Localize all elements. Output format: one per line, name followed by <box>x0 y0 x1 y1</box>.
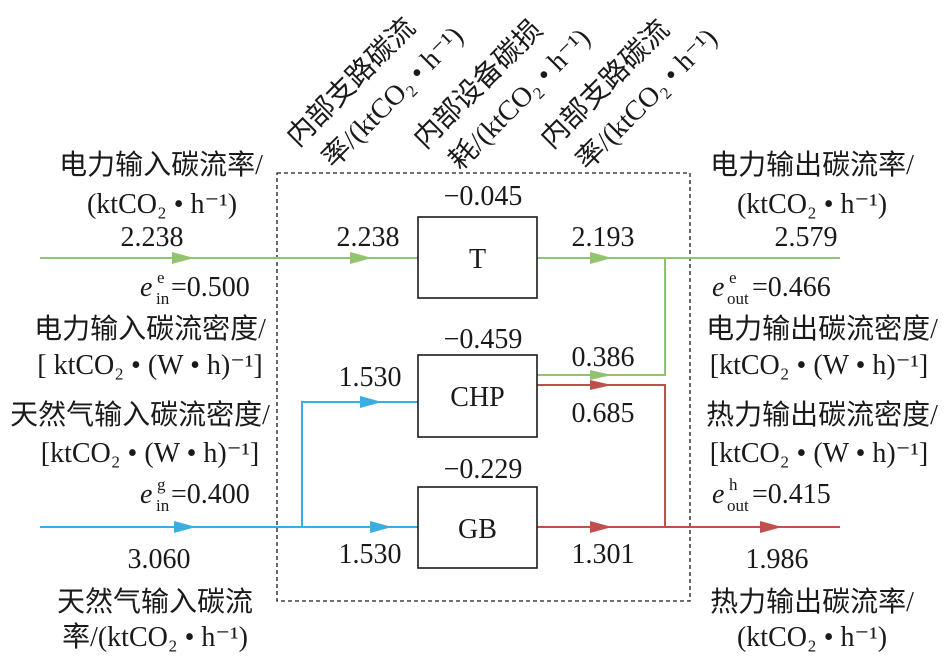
electricity-input-density-value: =0.500 <box>171 272 250 303</box>
electricity-output-density-value: =0.466 <box>752 272 831 303</box>
electricity-output-density-superscript: e <box>729 268 737 287</box>
arrowhead <box>590 521 612 533</box>
heat-output-density-unit: [ktCO₂ • (W • h)⁻¹] <box>710 438 928 469</box>
gas-input-rate-unit: 率/(ktCO₂ • h⁻¹) <box>62 621 248 653</box>
device-box <box>417 354 538 438</box>
device-in-flow: 1.530 <box>339 539 402 570</box>
gas-to-chp-branch-line <box>301 401 418 527</box>
arrowhead <box>350 252 372 264</box>
arrowhead <box>360 396 382 408</box>
header-internal-device-loss: 内部设备碳损 耗/(ktCO₂ • h⁻¹) <box>407 14 596 177</box>
device-loss: −0.459 <box>444 324 523 355</box>
device-chp: CHP −0.459 1.530 0.386 0.685 <box>339 324 635 438</box>
arrowhead <box>174 521 196 533</box>
device-name: T <box>469 244 486 275</box>
heat-output-rate-unit: (ktCO₂ • h⁻¹) <box>737 622 887 653</box>
gas-input-density-label: 天然气输入碳流密度/ <box>10 399 270 431</box>
electricity-output-density-subscript: out <box>727 289 749 308</box>
heat-output-labels: 热力输出碳流密度/ [ktCO₂ • (W • h)⁻¹] e h out =0… <box>706 399 938 653</box>
device-out-flow: 1.301 <box>572 539 635 570</box>
gas-input-density-symbol: e <box>140 479 152 510</box>
heat-output-density-label: 热力输出碳流密度/ <box>706 399 938 431</box>
gas-input-rate-value: 3.060 <box>128 544 191 575</box>
device-name: CHP <box>450 382 504 413</box>
electricity-input-density-unit: [ ktCO₂ • (W • h)⁻¹] <box>37 350 262 381</box>
device-box <box>417 216 538 299</box>
chp-heat-branch-line <box>537 384 666 527</box>
electricity-input-rate-value: 2.238 <box>121 222 184 253</box>
header-internal-branch-rate-left: 内部支路碳流 率/(ktCO₂ • h⁻¹) <box>280 12 469 175</box>
electricity-input-density-superscript: e <box>157 268 165 287</box>
gas-input-labels: 天然气输入碳流密度/ [ktCO₂ • (W • h)⁻¹] e g in =0… <box>10 399 270 653</box>
gas-input-density-value: =0.400 <box>171 479 250 510</box>
system-boundary <box>276 172 691 602</box>
device-out-electricity-flow: 0.386 <box>572 342 635 373</box>
electricity-output-density-symbol: e <box>712 272 724 303</box>
electricity-input-rate-label: 电力输入碳流率/ <box>59 149 263 181</box>
heat-output-rate-label: 热力输出碳流率/ <box>710 586 914 618</box>
device-transformer: T −0.045 2.238 2.193 <box>337 181 635 299</box>
arrowhead <box>590 370 612 380</box>
electricity-input-labels: 电力输入碳流率/ (ktCO₂ • h⁻¹) 2.238 e e in =0.5… <box>34 149 266 381</box>
gas-input-rate-label: 天然气输入碳流 <box>57 586 253 618</box>
arrowhead <box>760 521 782 533</box>
electricity-output-rate-value: 2.579 <box>775 222 838 253</box>
electricity-output-rate-unit: (ktCO₂ • h⁻¹) <box>737 189 887 220</box>
gas-input-density-superscript: g <box>157 475 166 494</box>
device-name: GB <box>458 514 497 545</box>
electricity-output-labels: 电力输出碳流率/ (ktCO₂ • h⁻¹) 2.579 e e out =0.… <box>706 149 938 381</box>
electricity-input-rate-unit: (ktCO₂ • h⁻¹) <box>87 189 237 220</box>
heat-output-rate-value: 1.986 <box>746 544 809 575</box>
arrowhead <box>172 252 194 264</box>
heat-output-density-superscript: h <box>729 475 738 494</box>
electricity-input-density-label: 电力输入碳流密度/ <box>34 313 266 345</box>
device-in-flow: 2.238 <box>337 222 400 253</box>
electricity-output-density-label: 电力输出碳流密度/ <box>706 313 938 345</box>
arrowhead <box>590 380 612 390</box>
arrowhead <box>370 521 392 533</box>
arrowhead <box>590 252 612 264</box>
gas-input-density-subscript: in <box>156 496 170 515</box>
chp-electricity-branch-line <box>537 258 666 376</box>
electricity-input-density-subscript: in <box>156 289 170 308</box>
heat-output-density-value: =0.415 <box>752 479 831 510</box>
electricity-output-density-unit: [ktCO₂ • (W • h)⁻¹] <box>710 350 928 381</box>
device-out-flow: 2.193 <box>572 222 635 253</box>
gas-input-density-unit: [ktCO₂ • (W • h)⁻¹] <box>41 438 259 469</box>
heat-output-density-subscript: out <box>727 496 749 515</box>
electricity-output-rate-label: 电力输出碳流率/ <box>710 149 914 181</box>
device-loss: −0.045 <box>444 181 523 212</box>
header-internal-branch-rate-right: 内部支路碳流 率/(ktCO₂ • h⁻¹) <box>534 14 723 177</box>
device-out-heat-flow: 0.685 <box>572 398 635 429</box>
heat-output-density-symbol: e <box>712 479 724 510</box>
device-box <box>417 486 538 569</box>
electricity-input-density-symbol: e <box>140 272 152 303</box>
device-in-flow: 1.530 <box>339 362 402 393</box>
device-loss: −0.229 <box>444 454 523 485</box>
device-gas-boiler: GB −0.229 1.530 1.301 <box>339 454 635 570</box>
